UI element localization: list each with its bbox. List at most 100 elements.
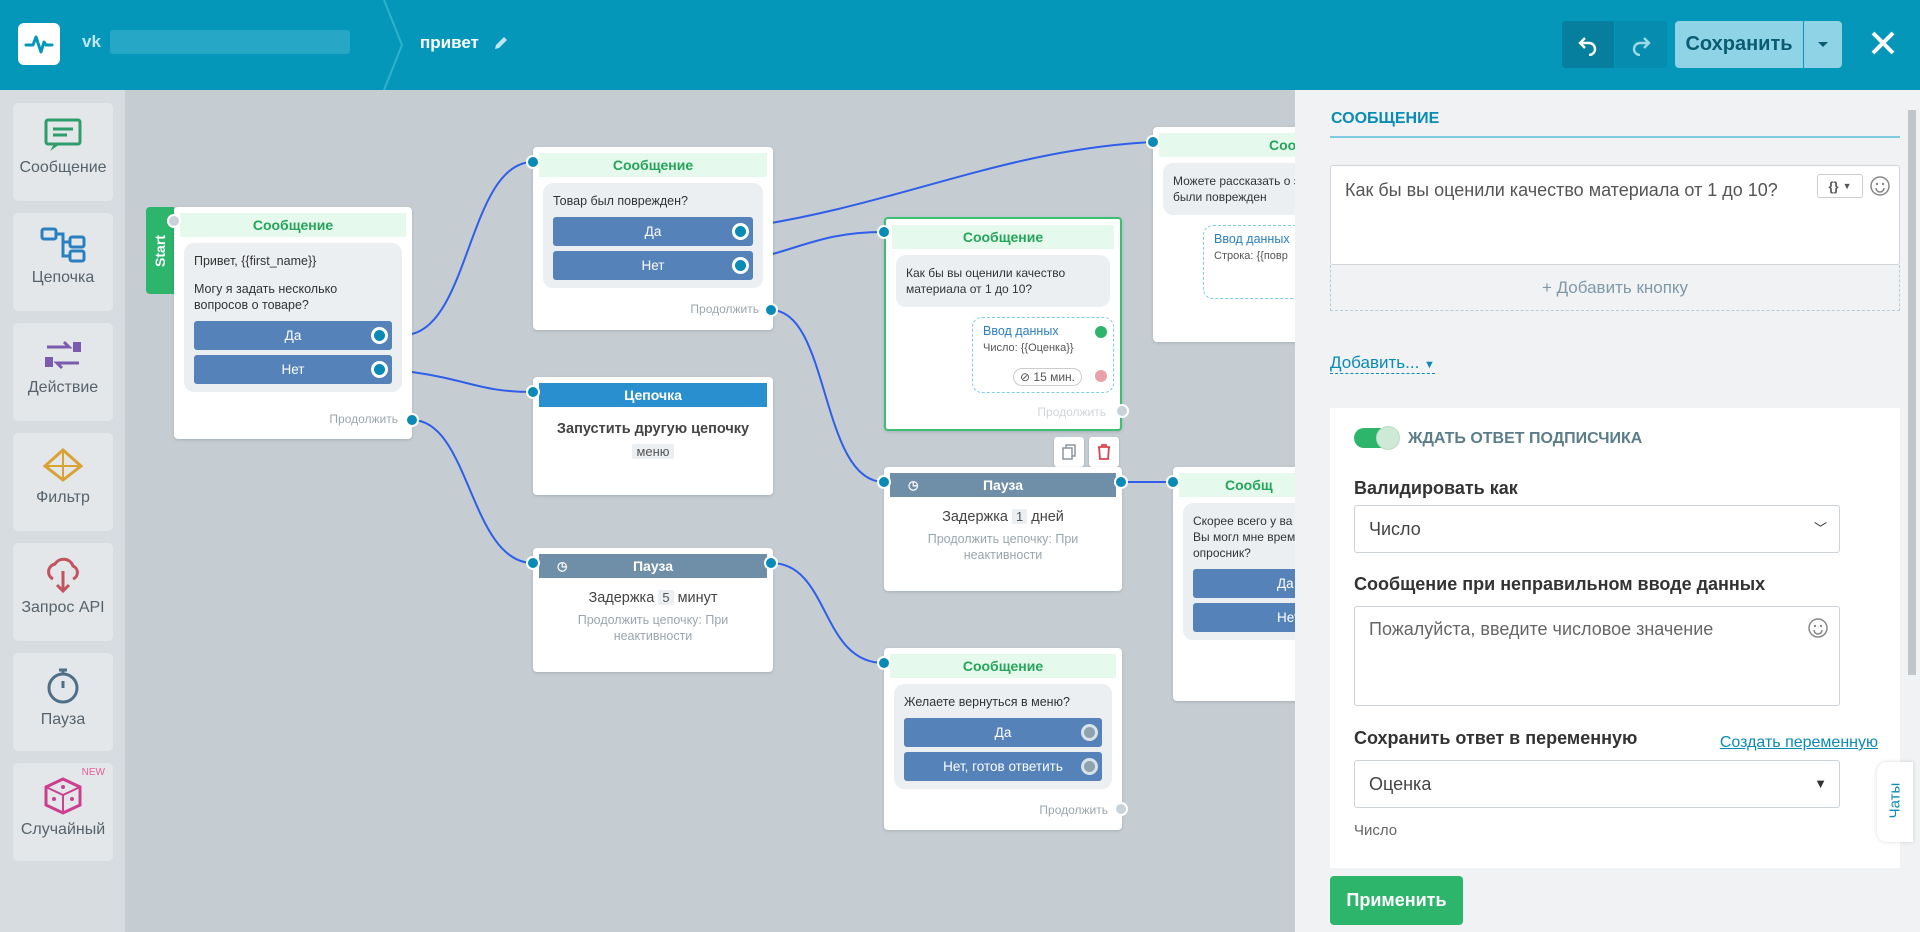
connector[interactable] [732, 223, 749, 240]
chats-tab[interactable]: Чаты [1877, 762, 1913, 842]
close-button[interactable] [1862, 22, 1904, 64]
node-chain[interactable]: Цепочка Запустить другую цепочку меню [533, 377, 773, 495]
tool-filter[interactable]: Фильтр [13, 433, 113, 531]
pause-note: Продолжить цепочку: При неактивности [927, 532, 1079, 562]
connector[interactable] [1081, 758, 1098, 775]
reply-button[interactable]: Нет [194, 355, 392, 384]
validate-select[interactable]: Число﹀ [1354, 505, 1840, 553]
node-settings-panel: СООБЩЕНИЕ Как бы вы оценили качество мат… [1295, 90, 1920, 932]
tool-pause[interactable]: Пауза [13, 653, 113, 751]
wait-reply-card: ЖДАТЬ ОТВЕТ ПОДПИСЧИКА Валидировать как … [1330, 408, 1900, 868]
message-textarea[interactable]: Как бы вы оценили качество материала от … [1330, 165, 1900, 265]
input-connector[interactable] [877, 475, 891, 489]
input-connector[interactable] [877, 656, 891, 670]
node-start-message[interactable]: Сообщение Привет, {{first_name}} Могу я … [174, 207, 412, 439]
wire-start-yes [411, 161, 534, 335]
node-pause-1-day[interactable]: ◷Пауза Задержка 1 дней Продолжить цепочк… [884, 467, 1122, 591]
input-connector[interactable] [1146, 135, 1160, 149]
create-variable-link[interactable]: Создать переменную [1719, 734, 1878, 751]
input-connector[interactable] [526, 556, 540, 570]
validate-label: Валидировать как [1354, 478, 1518, 498]
input-data-block[interactable]: Ввод данных Число: {{Оценка}} ⊘ 15 мин. [972, 317, 1114, 393]
tool-random[interactable]: NEW Случайный [13, 763, 113, 861]
variables-button[interactable]: {}▼ [1817, 174, 1863, 198]
reply-button[interactable]: Да [553, 217, 753, 246]
tool-message[interactable]: Сообщение [13, 103, 113, 201]
input-connector[interactable] [167, 214, 181, 228]
continue-connector[interactable] [1114, 802, 1128, 816]
caret-down-icon: ▼ [1814, 776, 1827, 791]
continue-connector[interactable] [405, 413, 419, 427]
tool-api-request[interactable]: Запрос API [13, 543, 113, 641]
app-logo[interactable] [18, 23, 60, 65]
message-textarea-text: Как бы вы оценили качество материала от … [1345, 180, 1778, 200]
message-text: Товар был поврежден? [553, 194, 688, 208]
reply-button[interactable]: Нет [553, 251, 753, 280]
input-connector[interactable] [526, 385, 540, 399]
node-title: Сообщение [539, 153, 767, 177]
variable-select[interactable]: Оценка▼ [1354, 760, 1840, 808]
pause-delay: Задержка 1 дней [942, 509, 1064, 525]
connector[interactable] [371, 361, 388, 378]
flow-name[interactable]: привет [420, 33, 479, 52]
input-data-block[interactable]: Ввод данных Строка: {{повр [1203, 225, 1353, 299]
error-message-textarea[interactable]: Пожалуйста, введите числовое значение [1354, 606, 1840, 706]
save-button[interactable]: Сохранить [1675, 21, 1803, 68]
message-bubble: Товар был поврежден? Да Нет [543, 183, 763, 288]
node-rate-message[interactable]: Сообщение Как бы вы оценили качество мат… [884, 217, 1122, 431]
chevron-down-icon: ▼ [1842, 180, 1852, 191]
input-connector[interactable] [877, 225, 891, 239]
apply-button[interactable]: Применить [1330, 876, 1463, 925]
undo-button[interactable] [1562, 21, 1614, 68]
section-title: СООБЩЕНИЕ [1331, 110, 1440, 127]
connector[interactable] [732, 257, 749, 274]
wait-reply-toggle[interactable] [1354, 426, 1400, 450]
message-tools: {}▼ [1817, 174, 1891, 198]
wire-start-continue [411, 419, 534, 564]
pencil-icon[interactable] [492, 34, 510, 52]
message-bubble: Желаете вернуться в меню? Да Нет, готов … [894, 684, 1112, 789]
clock-icon: ◷ [557, 559, 568, 573]
emoji-icon[interactable] [1869, 175, 1891, 197]
redo-button[interactable] [1615, 21, 1667, 68]
node-pause-5-min[interactable]: ◷Пауза Задержка 5 минут Продолжить цепоч… [533, 548, 773, 672]
save-dropdown-button[interactable] [1804, 21, 1842, 68]
success-connector [1095, 326, 1107, 338]
continue-label: Продолжить [690, 302, 759, 316]
add-button-button[interactable]: + Добавить кнопку [1330, 265, 1900, 311]
reply-button[interactable]: Нет, готов ответить [904, 752, 1102, 781]
tool-chain[interactable]: Цепочка [13, 213, 113, 311]
output-connector[interactable] [1114, 475, 1128, 489]
chevron-down-icon [1818, 41, 1828, 47]
continue-connector[interactable] [1115, 404, 1129, 418]
connector[interactable] [1081, 724, 1098, 741]
message-text: Как бы вы оценили качество материала от … [906, 266, 1066, 296]
pause-delay: Задержка 5 минут [588, 590, 718, 606]
input-title: Ввод данных [1214, 232, 1290, 246]
node-title: ◷Пауза [890, 473, 1116, 497]
panel-scrollbar[interactable] [1904, 90, 1920, 860]
node-title: Сообщение [890, 654, 1116, 678]
copy-node-button[interactable] [1054, 437, 1084, 467]
emoji-icon[interactable] [1807, 617, 1829, 639]
input-connector[interactable] [1166, 475, 1180, 489]
reply-button[interactable]: Да [194, 321, 392, 350]
chain-text: Запустить другую цепочку [556, 421, 750, 437]
message-bubble: Как бы вы оценили качество материала от … [896, 255, 1110, 307]
tool-action[interactable]: Действие [13, 323, 113, 421]
action-icon [45, 340, 81, 370]
continue-connector[interactable] [764, 303, 778, 317]
delete-node-button[interactable] [1089, 437, 1119, 467]
add-more-dropdown[interactable]: Добавить... ▼ [1330, 353, 1435, 374]
breadcrumb-separator [383, 0, 404, 90]
node-back-to-menu[interactable]: Сообщение Желаете вернуться в меню? Да Н… [884, 648, 1122, 830]
connector[interactable] [371, 327, 388, 344]
reply-button[interactable]: Да [904, 718, 1102, 747]
wire-pause5-continue [770, 562, 885, 664]
input-connector[interactable] [526, 155, 540, 169]
wire-damaged-yes [739, 141, 1154, 229]
node-soon-message[interactable]: Сообщ Скорее всего у ва времени. Вы могл… [1173, 467, 1353, 701]
output-connector[interactable] [764, 556, 778, 570]
node-damaged-message[interactable]: Сообщение Товар был поврежден? Да Нет Пр… [533, 147, 773, 330]
